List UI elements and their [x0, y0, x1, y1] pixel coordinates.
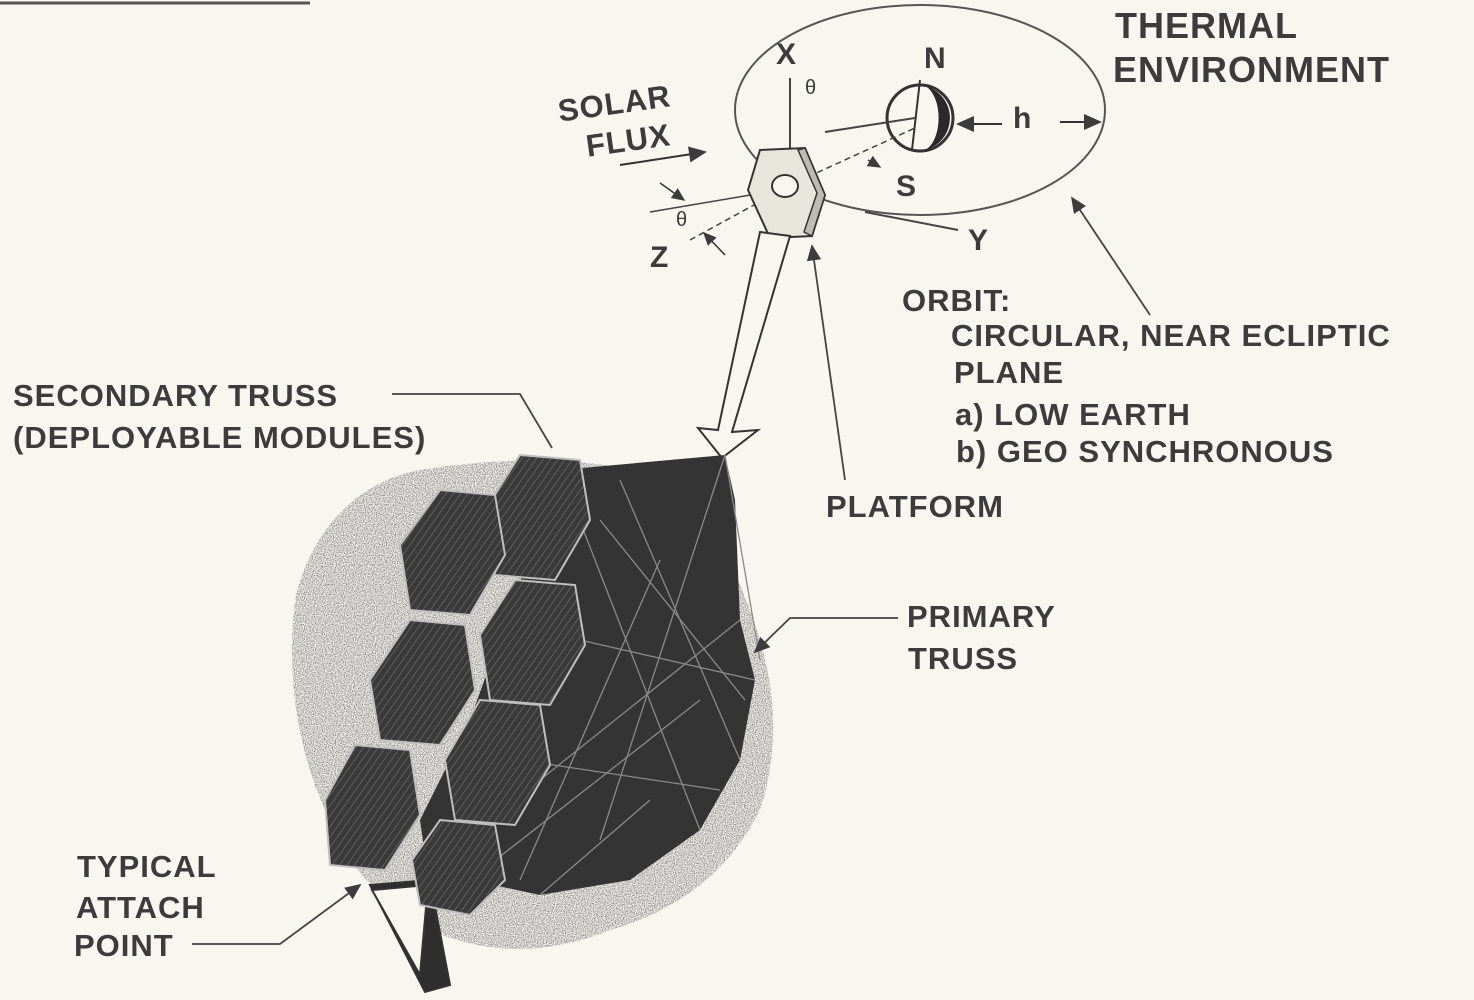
axis-x-label: X [776, 40, 797, 70]
attach-point-line1: TYPICAL [77, 851, 217, 882]
theta-top-label: θ [805, 78, 817, 98]
thermal-title-line2: ENVIRONMENT [1113, 52, 1390, 88]
altitude-h-label: h [1013, 104, 1032, 134]
secondary-truss-line1: SECONDARY TRUSS [13, 380, 338, 411]
orbit-option-a: a) LOW EARTH [955, 399, 1191, 430]
theta-bottom-label: θ [676, 210, 688, 230]
orbit-option-b: b) GEO SYNCHRONOUS [956, 436, 1334, 467]
primary-truss-leader [755, 618, 898, 652]
zoom-arrow [698, 232, 790, 458]
secondary-truss-line2: (DEPLOYABLE MODULES) [13, 422, 426, 453]
primary-truss-line1: PRIMARY [907, 601, 1056, 632]
theta-arrow-b [704, 233, 725, 255]
north-label: N [924, 44, 947, 74]
south-label: S [896, 172, 917, 202]
platform-label: PLATFORM [826, 491, 1004, 522]
s-tick [868, 160, 880, 167]
orbit-line2: PLANE [954, 357, 1064, 388]
attach-point-line2: ATTACH [76, 892, 205, 923]
theta-arrow-a [660, 183, 684, 200]
orbit-line1: CIRCULAR, NEAR ECLIPTIC [951, 320, 1391, 351]
orbit-heading: ORBIT: [902, 285, 1011, 316]
axis-y-label: Y [968, 226, 989, 256]
thermal-title-line1: THERMAL [1115, 8, 1298, 44]
platform-leader [812, 246, 845, 480]
earth-icon [887, 80, 953, 151]
orbit-leader [1072, 198, 1150, 315]
platform-shape [748, 148, 825, 238]
primary-truss-line2: TRUSS [908, 643, 1018, 674]
attach-point-line3: POINT [74, 930, 174, 961]
attach-point-leader [192, 885, 360, 944]
axis-z-label: Z [650, 243, 669, 273]
